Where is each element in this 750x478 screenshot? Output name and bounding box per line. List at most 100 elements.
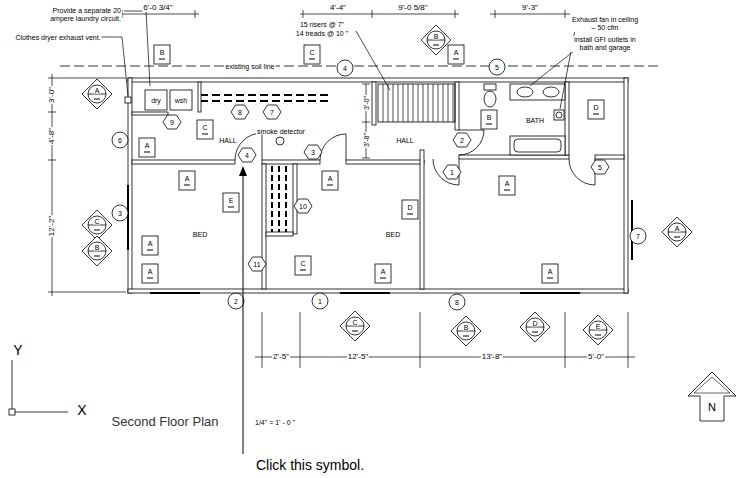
door-tag xyxy=(443,165,461,179)
ucs-icon xyxy=(12,360,68,412)
wall xyxy=(565,82,569,155)
tag-letter: E xyxy=(228,197,235,204)
callout-circle xyxy=(630,228,646,244)
tag-letter: A xyxy=(184,175,191,182)
room-name: wsh xyxy=(174,97,188,104)
pointer-arrow xyxy=(243,174,244,454)
dryer-vent xyxy=(125,97,131,103)
section-marker xyxy=(340,311,370,341)
wall xyxy=(128,78,628,82)
wall xyxy=(293,164,297,234)
leader-lines xyxy=(100,11,575,109)
section-markers xyxy=(82,25,692,346)
door-tag-number: 10 xyxy=(298,203,308,210)
axis-label: X xyxy=(76,403,87,417)
callout-number: 7 xyxy=(635,233,641,240)
wall xyxy=(132,160,235,164)
wall xyxy=(595,155,624,159)
leader-line xyxy=(124,11,150,86)
dimension-text: 3'-0" xyxy=(48,86,56,104)
callout-number: 2 xyxy=(233,298,239,305)
window-tag xyxy=(304,45,320,64)
section-marker xyxy=(451,316,481,346)
callout-number: 1 xyxy=(317,298,323,305)
tag-letter: C xyxy=(299,260,306,267)
section-marker xyxy=(520,312,550,342)
window-tag xyxy=(154,45,170,64)
door-tag xyxy=(304,145,322,159)
window xyxy=(127,185,129,250)
tag-letter: C xyxy=(308,49,315,56)
callout-number: 6 xyxy=(117,137,123,144)
door-tag xyxy=(263,105,281,119)
room-name: HALL xyxy=(395,137,415,144)
leader-line xyxy=(356,31,390,90)
axis-label: Y xyxy=(12,343,23,357)
dimension-line xyxy=(118,14,570,15)
north-arrow xyxy=(694,377,730,393)
room-name: smoke detector xyxy=(256,128,306,135)
window-tag xyxy=(179,171,195,190)
dimension-text: 4'-8" xyxy=(48,127,56,145)
door-tag xyxy=(163,115,181,129)
section-marker xyxy=(82,79,112,109)
smoke-detector-symbol xyxy=(276,137,284,145)
note-text: 15 risers @ 7" xyxy=(299,21,345,28)
tag-letter: A xyxy=(147,240,154,247)
pointer-arrowhead xyxy=(239,166,247,176)
dimension-line xyxy=(48,74,56,296)
window xyxy=(150,292,200,294)
window-tags xyxy=(139,45,604,283)
wall xyxy=(624,78,628,293)
door-tag-number: 2 xyxy=(459,137,465,144)
callout-circle xyxy=(112,205,128,221)
tag-letter: A xyxy=(327,175,334,182)
dimension-text: 9'-3" xyxy=(521,4,539,12)
tag-letter: A xyxy=(453,49,460,56)
room-name: BATH xyxy=(525,117,545,124)
section-marker xyxy=(82,236,112,266)
door-tag xyxy=(294,199,312,213)
door-tag-number: 11 xyxy=(252,261,261,268)
section-letter: B xyxy=(94,244,101,251)
ucs-icon xyxy=(9,409,15,415)
door-tag-number: 3 xyxy=(310,149,316,156)
door-tag-number: 4 xyxy=(244,152,250,159)
sink xyxy=(517,87,533,97)
windows xyxy=(128,185,632,293)
section-letter: A xyxy=(94,87,101,94)
dimension-text: 4'-4" xyxy=(329,4,347,12)
wall xyxy=(420,150,424,289)
pipe-line xyxy=(200,100,330,102)
note-text: 14 treads @ 10 " xyxy=(295,30,349,37)
section-letter: C xyxy=(93,218,100,225)
drawing-title: Second Floor Plan xyxy=(111,415,220,428)
section-letter: B xyxy=(463,324,470,331)
dimension-lines xyxy=(48,10,635,368)
section-letter: B xyxy=(433,33,440,40)
window-tag xyxy=(542,264,558,283)
dimension-line xyxy=(255,312,635,368)
bathtub xyxy=(510,136,565,155)
door-tag xyxy=(238,148,256,162)
door-tags xyxy=(163,105,609,271)
door-tag-number: 1 xyxy=(449,169,455,176)
window-tag xyxy=(142,264,158,283)
vanity xyxy=(510,84,565,100)
wall xyxy=(128,78,132,293)
window-tag xyxy=(375,264,391,283)
callout-circle xyxy=(112,132,128,148)
wall xyxy=(372,82,376,125)
tag-letter: A xyxy=(144,142,151,149)
leader-line xyxy=(530,50,575,86)
section-letter: D xyxy=(531,320,538,327)
wall xyxy=(266,232,293,236)
sink xyxy=(543,87,559,97)
bathtub-basin xyxy=(514,139,561,152)
note-text: existing soil line xyxy=(224,63,275,70)
door-tag-number: 8 xyxy=(237,109,243,116)
chase-lines xyxy=(272,166,286,232)
window-tag xyxy=(402,200,418,219)
scale-text: 1/4" = 1' - 0 " xyxy=(254,419,296,426)
